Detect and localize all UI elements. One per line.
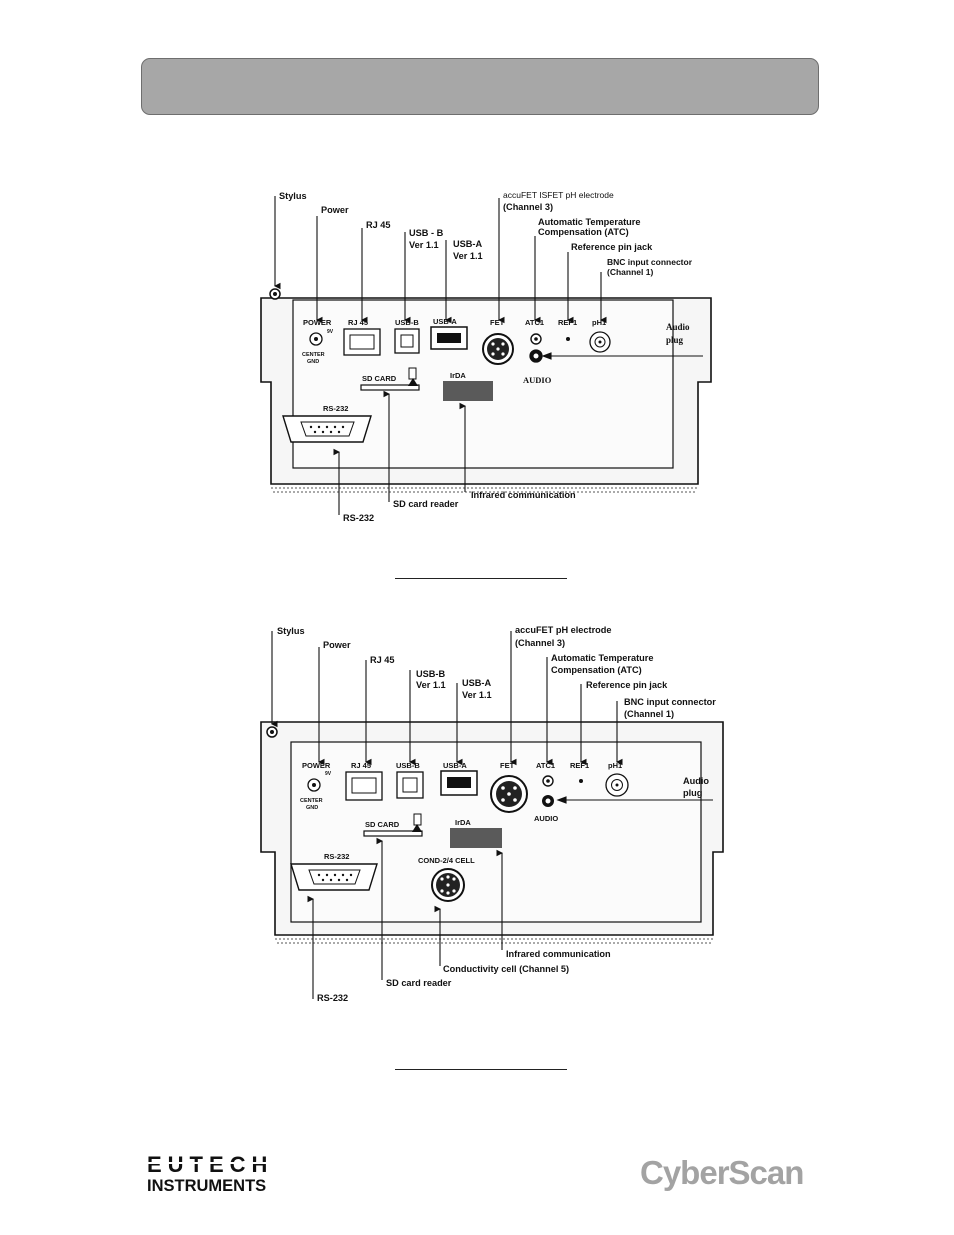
callout-rs232: RS-232 bbox=[317, 993, 348, 1003]
callout-usba-line1: USB-A bbox=[462, 678, 491, 688]
connector-diagram-2: POWER 9V CENTER GND RJ 45 USB-B USB-A FE… bbox=[243, 617, 730, 1013]
power-port-label: POWER bbox=[302, 761, 331, 770]
callout-atc-line1: Automatic Temperature bbox=[551, 653, 653, 663]
fet-port-label: FET bbox=[500, 761, 515, 770]
atc1-port-label: ATC1 bbox=[536, 761, 555, 770]
sdcard-slot bbox=[363, 830, 423, 837]
callout-stylus: Stylus bbox=[277, 626, 305, 636]
cyberscan-logo-text: CyberScan bbox=[640, 1154, 803, 1191]
callout-audio-plug-line2: plug bbox=[683, 788, 702, 798]
usba-port-label: USB-A bbox=[443, 761, 467, 770]
callout-usbb-line2: Ver 1.1 bbox=[416, 680, 446, 690]
callout-usbb-line1: USB - B bbox=[409, 228, 444, 238]
ph1-port-label: pH1 bbox=[608, 761, 622, 770]
callout-ref: Reference pin jack bbox=[586, 680, 668, 690]
fet-port-label: FET bbox=[490, 318, 505, 327]
power-center-label: CENTER bbox=[302, 352, 325, 358]
power-gnd-label: GND bbox=[306, 805, 318, 811]
usbb-port-label: USB-B bbox=[396, 761, 420, 770]
callout-fet-line2: (Channel 3) bbox=[515, 638, 565, 648]
callout-fet-line1: accuFET ISFET pH electrode bbox=[503, 190, 614, 200]
callout-rj45: RJ 45 bbox=[370, 655, 395, 665]
eutech-logo: EUTECH INSTRUMENTS bbox=[146, 1152, 328, 1195]
rs232-connector bbox=[290, 863, 378, 891]
callout-bnc-line2: (Channel 1) bbox=[624, 709, 674, 719]
figure-2-caption-rule bbox=[395, 1069, 567, 1070]
irda-window bbox=[443, 381, 493, 401]
irda-window-label: IrDA bbox=[455, 818, 471, 827]
callout-audio-plug-line2: plug bbox=[666, 335, 684, 345]
callout-rj45: RJ 45 bbox=[366, 220, 391, 230]
callout-usba-line2: Ver 1.1 bbox=[453, 251, 483, 261]
callout-atc-line2: Compensation (ATC) bbox=[538, 227, 629, 237]
callout-usbb-line2: Ver 1.1 bbox=[409, 240, 439, 250]
cyberscan-logo: CyberScan bbox=[640, 1152, 815, 1192]
callout-stylus: Stylus bbox=[279, 191, 307, 201]
callout-bnc-line1: BNC input connector bbox=[624, 697, 716, 707]
irda-window bbox=[450, 828, 502, 848]
rs232-port-label: RS-232 bbox=[323, 404, 348, 413]
callout-irda: Infrared communication bbox=[506, 949, 611, 959]
sdcard-arrow-icon bbox=[408, 378, 418, 386]
connector-diagram-2-svg: POWER 9V CENTER GND RJ 45 USB-B USB-A FE… bbox=[260, 625, 724, 1003]
callout-fet-line1: accuFET pH electrode bbox=[515, 625, 612, 635]
callout-rs232: RS-232 bbox=[343, 513, 374, 523]
rs232-port-label: RS-232 bbox=[324, 852, 349, 861]
rj45-port-label: RJ 45 bbox=[348, 318, 368, 327]
bottom-grip bbox=[271, 487, 698, 493]
callout-usbb-line1: USB-B bbox=[416, 669, 445, 679]
usbb-port bbox=[394, 328, 420, 354]
sdcard-slot-label: SD CARD bbox=[362, 374, 397, 383]
callout-bnc-line2: (Channel 1) bbox=[607, 267, 653, 277]
callout-atc-line2: Compensation (ATC) bbox=[551, 665, 642, 675]
callout-usba-line2: Ver 1.1 bbox=[462, 690, 492, 700]
callout-audio-plug-line1: Audio bbox=[666, 322, 690, 332]
callout-atc-line1: Automatic Temperature bbox=[538, 217, 640, 227]
irda-window-label: IrDA bbox=[450, 371, 466, 380]
audio-port-label: AUDIO bbox=[523, 375, 552, 385]
rs232-connector bbox=[282, 415, 372, 443]
ref1-port-label: REF1 bbox=[570, 761, 589, 770]
callout-sd-reader: SD card reader bbox=[393, 499, 459, 509]
section-header-bar bbox=[141, 58, 819, 115]
callout-sd-reader: SD card reader bbox=[386, 978, 452, 988]
audio-port-label: AUDIO bbox=[534, 814, 558, 823]
sdcard-slot bbox=[360, 384, 420, 391]
connector-diagram-1-svg: POWER 9V CENTER GND RJ 45 USB-B USB-A FE… bbox=[260, 190, 712, 523]
power-voltage-label: 9V bbox=[327, 329, 334, 335]
rj45-port-label: RJ 45 bbox=[351, 761, 371, 770]
instruments-logo-text: INSTRUMENTS bbox=[147, 1177, 266, 1194]
power-center-label: CENTER bbox=[300, 798, 323, 804]
callout-usba-line1: USB-A bbox=[453, 239, 482, 249]
callout-ref: Reference pin jack bbox=[571, 242, 653, 252]
cond-port-label: COND-2/4 CELL bbox=[418, 856, 475, 865]
rj45-port bbox=[345, 771, 383, 801]
bottom-grip bbox=[275, 938, 713, 944]
connector-diagram-1: POWER 9V CENTER GND RJ 45 USB-B USB-A FE… bbox=[243, 182, 730, 537]
power-gnd-label: GND bbox=[307, 359, 319, 365]
usbb-port-label: USB-B bbox=[395, 318, 419, 327]
ph1-port-label: pH1 bbox=[592, 318, 606, 327]
callout-fet-line2: (Channel 3) bbox=[503, 202, 553, 212]
callout-irda: Infrared communication bbox=[471, 490, 576, 500]
callout-audio-plug-line1: Audio bbox=[683, 776, 709, 786]
callout-power: Power bbox=[323, 640, 351, 650]
callout-power: Power bbox=[321, 205, 349, 215]
callout-cond-cell: Conductivity cell (Channel 5) bbox=[443, 964, 569, 974]
sdcard-slot-label: SD CARD bbox=[365, 820, 400, 829]
usbb-port bbox=[396, 771, 424, 799]
power-voltage-label: 9V bbox=[325, 771, 332, 777]
ref1-pin-jack bbox=[566, 337, 570, 341]
rj45-port bbox=[343, 328, 381, 356]
callout-bnc-line1: BNC input connector bbox=[607, 257, 693, 267]
eutech-logo-text: EUTECH bbox=[147, 1152, 273, 1177]
ref1-pin-jack bbox=[579, 779, 583, 783]
usba-port-label: USB-A bbox=[433, 317, 457, 326]
figure-1-caption-rule bbox=[395, 578, 567, 579]
sdcard-arrow-icon bbox=[412, 824, 422, 832]
